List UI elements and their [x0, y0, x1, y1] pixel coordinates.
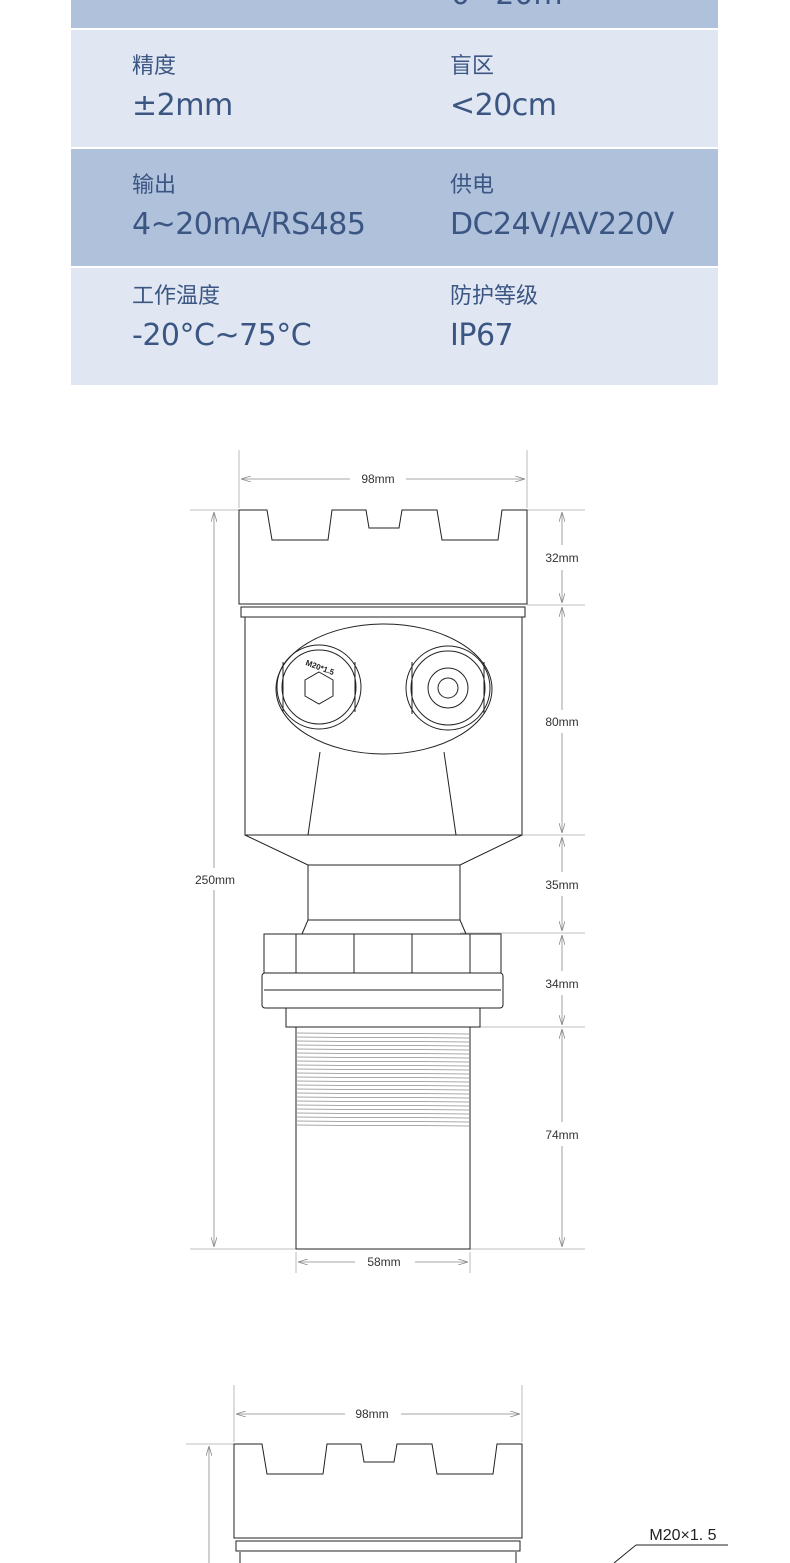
thread-line — [296, 1068, 470, 1071]
top-cap — [238, 509, 528, 605]
spec-cell-accuracy: 精度 ±2mm — [132, 54, 233, 124]
drawing-1 — [190, 450, 585, 1273]
extension-lines — [190, 450, 585, 1273]
top-cap-2 — [233, 1443, 523, 1539]
dimension-lines — [214, 479, 562, 1262]
thread-line — [296, 1076, 470, 1079]
thread-line — [296, 1072, 470, 1075]
thread-line — [296, 1100, 470, 1103]
spec-row-range: 0~20m — [71, 0, 718, 28]
thread-line — [296, 1040, 470, 1043]
spec-row-temperature: 工作温度 -20°C~75°C 防护等级 IP67 — [71, 268, 718, 385]
cable-gland-right — [405, 645, 491, 731]
thread-line — [296, 1060, 470, 1063]
dim-seg-34: 34mm — [545, 977, 578, 991]
drawing-2 — [186, 1385, 728, 1563]
spec-cell-power: 供电 DC24V/AV220V — [450, 173, 674, 243]
thread-line — [296, 1036, 470, 1039]
thread-line — [296, 1096, 470, 1099]
thread-line — [296, 1056, 470, 1059]
port-thread-label: M20*1.5 — [304, 658, 336, 677]
spec-cell-output: 输出 4~20mA/RS485 — [132, 173, 366, 243]
thread-callout-label: M20×1. 5 — [649, 1527, 716, 1544]
spec-label: 输出 — [132, 173, 177, 198]
housing-body — [244, 616, 523, 836]
thread-line — [296, 1112, 470, 1115]
flange-seat — [285, 1007, 481, 1028]
probe-body — [295, 1026, 471, 1250]
dim-width-top: 98mm — [361, 472, 394, 486]
thread-line — [296, 1088, 470, 1091]
thread-line — [296, 1092, 470, 1095]
thread-line — [296, 1044, 470, 1047]
neck — [307, 864, 461, 921]
thread-lines — [296, 1032, 470, 1127]
thread-line — [296, 1084, 470, 1087]
range-value: 0~20m — [451, 0, 563, 13]
spec-value: 4~20mA/RS485 — [132, 207, 366, 242]
housing-taper — [244, 834, 523, 866]
spec-row-output: 输出 4~20mA/RS485 供电 DC24V/AV220V — [71, 149, 718, 266]
thread-line — [296, 1104, 470, 1107]
spec-value: -20°C~75°C — [132, 318, 312, 353]
thread-line — [296, 1124, 470, 1127]
dim-seg-32: 32mm — [545, 551, 578, 565]
spec-value: IP67 — [450, 318, 514, 353]
thread-line — [296, 1048, 470, 1051]
spec-value: <20cm — [450, 88, 557, 123]
extension-lines-2 — [186, 1385, 523, 1445]
thread-line — [296, 1032, 470, 1035]
dim-width-top-2: 98mm — [355, 1407, 388, 1421]
spec-row-accuracy: 精度 ±2mm 盲区 <20cm — [71, 30, 718, 147]
dim-height-total: 250mm — [195, 873, 235, 887]
mounting-nut — [263, 933, 502, 974]
thread-line — [296, 1064, 470, 1067]
spec-label: 精度 — [132, 54, 177, 79]
thread-line — [296, 1116, 470, 1119]
spec-cell-protection: 防护等级 IP67 — [450, 284, 538, 354]
cap-flange-2 — [235, 1540, 521, 1552]
thread-line — [296, 1080, 470, 1083]
hex-nut-icon — [304, 671, 334, 705]
thread-line — [296, 1052, 470, 1055]
spec-cell-blind-zone: 盲区 <20cm — [450, 54, 557, 124]
dim-seg-80: 80mm — [545, 715, 578, 729]
dimension-lines-2 — [209, 1414, 520, 1563]
cap-flange — [240, 606, 526, 618]
cable-gland-left — [276, 644, 362, 730]
spec-value: DC24V/AV220V — [450, 207, 674, 242]
spec-label: 工作温度 — [132, 284, 221, 309]
dim-width-bottom: 58mm — [367, 1255, 400, 1269]
thread-line — [296, 1108, 470, 1111]
thread-line — [296, 1120, 470, 1123]
spec-label: 防护等级 — [450, 284, 539, 309]
spec-label: 供电 — [450, 173, 495, 198]
spec-value: ±2mm — [132, 88, 233, 123]
spec-cell-temperature: 工作温度 -20°C~75°C — [132, 284, 312, 354]
port-panel — [275, 623, 493, 755]
dim-seg-74: 74mm — [545, 1128, 578, 1142]
spec-label: 盲区 — [450, 54, 495, 79]
dim-seg-35: 35mm — [545, 878, 578, 892]
